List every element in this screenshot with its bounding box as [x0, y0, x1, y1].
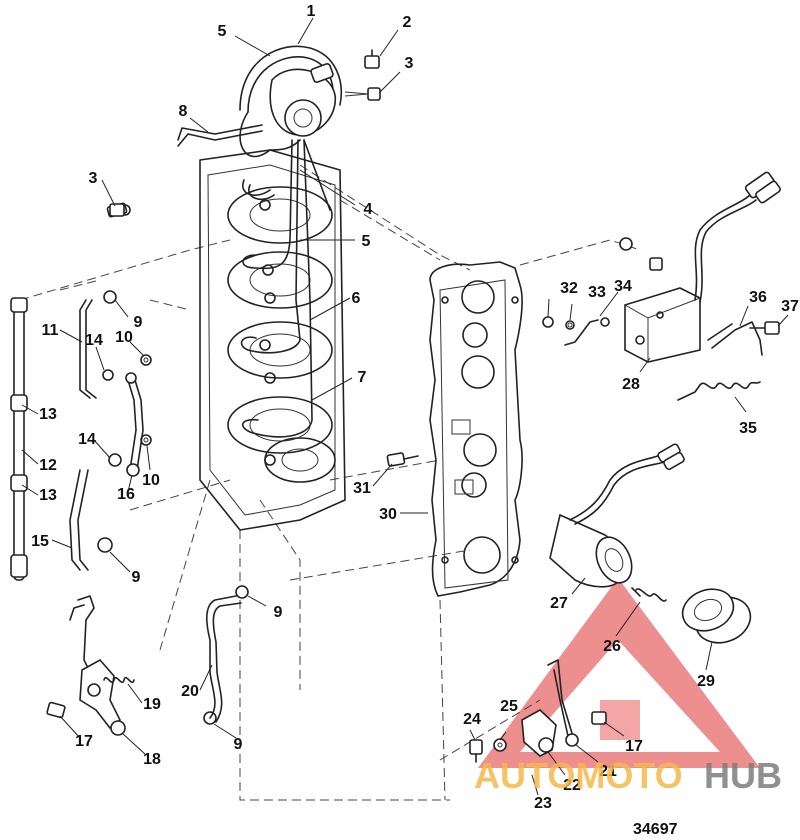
fitting-26 [631, 587, 667, 602]
screw-17-right [591, 711, 607, 725]
callout-7: 7 [358, 369, 367, 386]
callout-5: 5 [362, 233, 371, 250]
callout-26: 26 [603, 638, 621, 655]
callout-8: 8 [179, 103, 188, 120]
washer-25 [493, 738, 507, 752]
callout-32: 32 [560, 280, 578, 297]
spring-19 [103, 676, 135, 684]
callout-10: 10 [115, 329, 133, 346]
solenoid-harness [694, 171, 781, 303]
callout-13: 13 [39, 406, 57, 423]
watermark-part2: HUB [704, 755, 782, 796]
callout-15: 15 [31, 533, 49, 550]
callout-19: 19 [143, 696, 161, 713]
callout-labels: 1 5 2 3 8 3 4 5 6 7 9 11 14 10 13 14 12 … [31, 3, 799, 812]
adaptor-plate-30 [429, 261, 523, 597]
spring-35 [677, 381, 761, 401]
link-21 [521, 659, 579, 757]
solenoid-block-28 [624, 287, 701, 363]
callout-33: 33 [588, 284, 606, 301]
screw-17-left [46, 701, 66, 719]
link-rod-11 [79, 299, 97, 399]
callout-9: 9 [274, 604, 283, 621]
callout-9: 9 [234, 736, 243, 753]
callout-14: 14 [78, 431, 96, 448]
clips-left [97, 202, 249, 725]
callout-10: 10 [142, 472, 160, 489]
callout-11: 11 [42, 322, 59, 339]
callout-24: 24 [463, 711, 481, 728]
callout-27: 27 [550, 595, 568, 612]
callout-37: 37 [781, 298, 799, 315]
callout-2: 2 [403, 14, 412, 31]
callout-9: 9 [132, 569, 141, 586]
callout-16: 16 [117, 486, 135, 503]
primer-bulb-assembly [239, 45, 342, 137]
fuel-filter-29 [681, 588, 752, 644]
callout-4: 4 [364, 201, 373, 218]
callout-6: 6 [352, 290, 361, 307]
screw-31 [386, 452, 419, 467]
callout-9: 9 [134, 314, 143, 331]
screw-3-left [109, 203, 125, 217]
fastener-2 [364, 49, 380, 69]
callout-13: 13 [39, 487, 57, 504]
fuel-line-20 [205, 595, 242, 723]
part-8-bracket [177, 124, 263, 147]
screw-37 [749, 321, 780, 335]
watermark-text: AUTOMOTO HUB [474, 755, 782, 796]
callout-36: 36 [749, 289, 767, 306]
callout-3: 3 [405, 55, 414, 72]
watermark-part1: AUTOMOTO [474, 755, 683, 796]
callout-18: 18 [143, 751, 161, 768]
leader-lines [21, 17, 789, 796]
callout-30: 30 [379, 506, 397, 523]
callout-14: 14 [85, 332, 103, 349]
callout-23: 23 [534, 795, 552, 812]
figure-number: 34697 [633, 821, 678, 838]
link-arm-16 [125, 372, 144, 477]
callout-25: 25 [500, 698, 518, 715]
callout-17: 17 [625, 738, 643, 755]
callout-17: 17 [75, 733, 93, 750]
callout-22: 22 [563, 777, 581, 794]
callout-21: 21 [599, 763, 617, 780]
bracket-36 [707, 321, 763, 356]
callout-3: 3 [89, 170, 98, 187]
callout-12: 12 [39, 457, 57, 474]
callout-29: 29 [697, 673, 715, 690]
link-rod-15 [69, 469, 89, 571]
callout-31: 31 [353, 480, 371, 497]
screw-24 [469, 739, 483, 763]
screw-3-top [344, 87, 381, 101]
solenoid-27 [549, 443, 685, 588]
cam-lever-lower-left [69, 595, 126, 736]
callout-35: 35 [739, 420, 757, 437]
dashed-assembly-lines [19, 164, 641, 801]
fuel-hoses [239, 111, 331, 438]
callout-28: 28 [622, 376, 640, 393]
watermark-logo [478, 578, 760, 768]
fasteners-top-right [542, 237, 663, 346]
callout-1: 1 [307, 3, 316, 20]
callout-20: 20 [181, 683, 199, 700]
callout-34: 34 [614, 278, 632, 295]
linkage-rod [10, 297, 28, 581]
watermark-triangle [478, 578, 760, 768]
callout-5: 5 [218, 23, 227, 40]
intake-body [199, 149, 346, 531]
